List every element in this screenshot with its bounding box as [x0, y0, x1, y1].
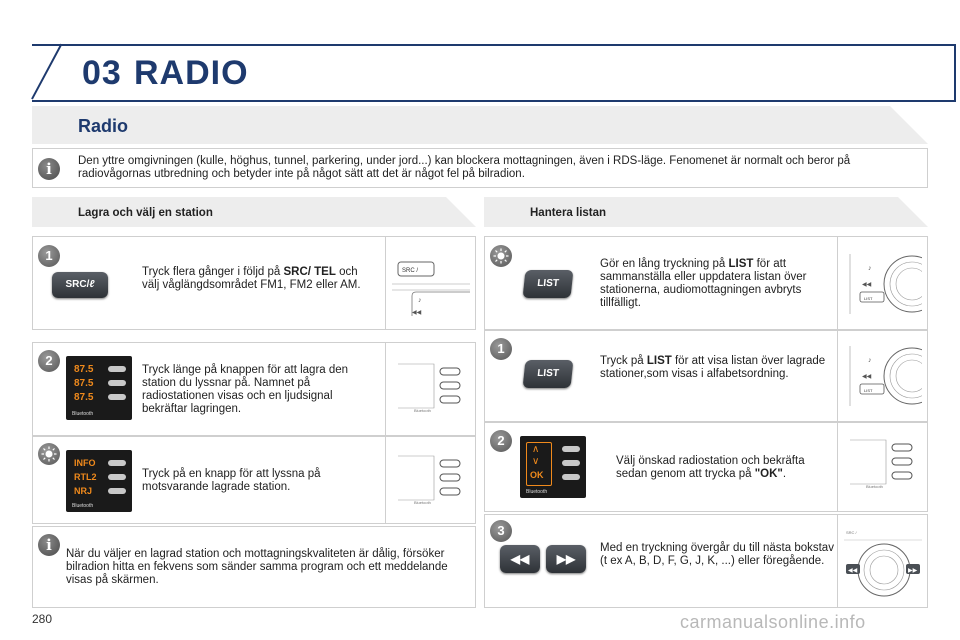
right-step2-text: Välj önskad radiostation och bekräfta se… [616, 455, 805, 480]
header-bar [32, 44, 956, 102]
preset-3: 87.5 [74, 392, 94, 403]
seek-knob-diagram: SRC / ◀◀ ▶▶ [844, 530, 922, 597]
info-text-bottom: När du väljer en lagrad station och mott… [66, 548, 448, 586]
preset-2: 87.5 [74, 378, 94, 389]
ok-screen-image: ∧ ∨ OK Bluetooth [520, 436, 586, 498]
step-badge-2-right: 2 [490, 430, 512, 452]
src-diagram-label: SRC / [402, 268, 418, 274]
svg-text:Bluetooth: Bluetooth [414, 500, 431, 505]
sun-badge-right [490, 245, 512, 267]
station-screen-image: INFO RTL2 NRJ Bluetooth [66, 450, 132, 512]
chapter-number: 03 [82, 54, 122, 92]
step-badge-3: 3 [490, 520, 512, 542]
left-column-heading: Lagra och välj en station [78, 207, 213, 219]
svg-text:♪: ♪ [418, 297, 422, 304]
station-1: INFO [74, 458, 96, 468]
info-icon-bottom: i [38, 534, 60, 556]
seek-back-button-image: ◀◀ [500, 545, 540, 573]
left-step3-text: Tryck på en knapp för att lyssna på mots… [142, 468, 321, 493]
info-box-top [32, 148, 928, 188]
svg-text:Bluetooth: Bluetooth [866, 484, 883, 489]
seek-forward-button-image: ▶▶ [546, 545, 586, 573]
watermark: carmanualsonline.info [680, 612, 866, 632]
step-badge-1-right: 1 [490, 338, 512, 360]
preset-screen-image: 87.5 87.5 87.5 Bluetooth [66, 356, 132, 420]
left-info-panel [32, 526, 476, 608]
sun-badge [38, 443, 60, 465]
info-icon: i [38, 158, 60, 180]
left-step1-text: Tryck flera gånger i följd på SRC/ TEL o… [142, 266, 361, 291]
right-step-long-text: Gör en lång tryckning på LIST för att sa… [600, 258, 807, 309]
svg-text:LIST: LIST [864, 388, 873, 393]
step-badge-2: 2 [38, 350, 60, 372]
list-button-image-2: LIST [522, 360, 574, 388]
chapter-title: RADIO [134, 54, 249, 92]
svg-text:Bluetooth: Bluetooth [414, 408, 431, 413]
preset-buttons-diagram: Bluetooth [398, 363, 461, 413]
svg-text:♪: ♪ [868, 265, 872, 272]
svg-text:▶▶: ▶▶ [908, 568, 918, 574]
step-badge-1: 1 [38, 245, 60, 267]
src-button-label: SRC/ [65, 279, 90, 290]
svg-text:♪: ♪ [868, 357, 872, 364]
section-title: Radio [78, 116, 129, 136]
svg-text:◀◀: ◀◀ [862, 282, 872, 288]
svg-text:LIST: LIST [864, 296, 873, 301]
list-knob-diagram-2: ♪ ◀◀ LIST [849, 346, 922, 406]
section-title-box [32, 106, 928, 144]
svg-text:SRC /: SRC / [846, 530, 858, 535]
bluetooth-label-2: Bluetooth [72, 503, 94, 509]
src-button-diagram: SRC / ♪ ◀◀ [392, 261, 470, 316]
left-step2-text: Tryck länge på knappen för att lagra den… [142, 364, 349, 415]
svg-text:◀◀: ◀◀ [412, 310, 422, 316]
station-2: RTL2 [74, 472, 97, 482]
info-text-top: Den yttre omgivningen (kulle, höghus, tu… [78, 155, 851, 180]
svg-text:◀◀: ◀◀ [862, 374, 872, 380]
right-step1-text: Tryck på LIST för att visa listan över l… [600, 355, 826, 380]
station-3: NRJ [74, 486, 93, 496]
right-column-header [484, 197, 928, 227]
sun-icon [41, 446, 57, 462]
sun-icon [493, 248, 509, 264]
page-number: 280 [32, 612, 53, 626]
bluetooth-label: Bluetooth [72, 411, 94, 417]
ok-buttons-diagram: Bluetooth [850, 439, 913, 489]
list-knob-diagram: ♪ ◀◀ LIST [849, 254, 922, 314]
right-column-heading: Hantera listan [530, 207, 607, 219]
header-corner-decoration [31, 43, 62, 100]
ok-label: OK [530, 470, 544, 480]
preset-1: 87.5 [74, 364, 94, 375]
station-buttons-diagram: Bluetooth [398, 455, 461, 505]
left-column-header [32, 197, 476, 227]
right-step3-text: Med en tryckning övergår du till nästa b… [600, 542, 834, 567]
svg-text:◀◀: ◀◀ [848, 568, 858, 574]
list-button-image: LIST [522, 270, 574, 298]
src-tel-button-image: SRC/ℓ [52, 272, 108, 298]
